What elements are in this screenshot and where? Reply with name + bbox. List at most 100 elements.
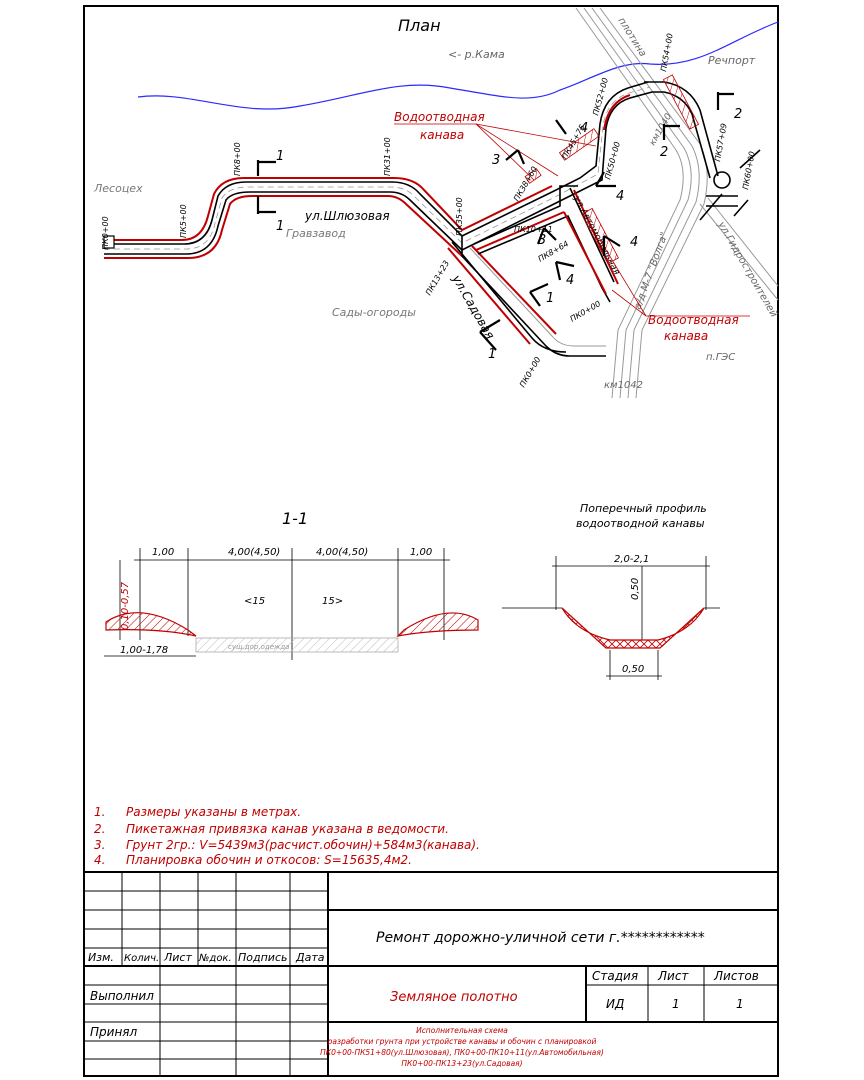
svg-text:3: 3: [538, 233, 546, 248]
ditch-label-2a: Водоотводная: [648, 313, 739, 327]
svg-text:2: 2: [660, 145, 668, 160]
svg-text:ПК0+00: ПК0+00: [101, 216, 110, 250]
note-4: Планировка обочин и откосов: S=15635,4м2…: [126, 853, 412, 867]
port-label: Речпорт: [708, 54, 756, 67]
cross-section-1-1: 1-1 1,00 4,00(4,50) 4,00(4,50) 1,00 1,00…: [104, 509, 479, 660]
svg-text:ПК0+00: ПК0+00: [518, 355, 543, 389]
svg-text:15>: 15>: [322, 596, 343, 607]
title-block: [83, 871, 779, 1077]
svg-text:ПК0+00: ПК0+00: [569, 299, 603, 324]
section-fill-right: [396, 612, 479, 637]
section-fill-left: [105, 612, 197, 637]
desc-line-3: ПК0+00-ПК51+80(ул.Шлюзовая), ПК0+00-ПК10…: [320, 1048, 604, 1057]
note-2: Пикетажная привязка канав указана в ведо…: [126, 822, 449, 836]
ditch-fill: [561, 607, 705, 649]
svg-text:<15: <15: [244, 596, 265, 607]
section-title: 1-1: [282, 509, 308, 528]
lesotsekh-label: Лесоцех: [93, 182, 143, 195]
sheet-frame: [83, 5, 779, 1077]
svg-text:4: 4: [630, 235, 638, 250]
svg-text:1: 1: [488, 347, 496, 362]
pavement: [195, 637, 399, 653]
street-shluz-label: ул.Шлюзовая: [304, 209, 390, 223]
desc-line-2: разработки грунта при устройстве канавы …: [327, 1037, 597, 1046]
desc-line-1: Исполнительная схема: [416, 1026, 508, 1035]
svg-text:1: 1: [276, 219, 284, 234]
km1042-label: км1042: [604, 380, 643, 391]
svg-text:ПК54+00: ПК54+00: [659, 33, 675, 73]
street-gidro-label: ул.Гидростроителей: [715, 219, 779, 320]
profile-title-a: Поперечный профиль: [580, 502, 707, 515]
pavement-label: сущ.дор.одежда: [228, 643, 289, 651]
notes: 1. Размеры указаны в метрах. 2. Пикетажн…: [94, 805, 480, 867]
profile-dim-bottom: 0,50: [622, 664, 644, 675]
pges-label: п.ГЭС: [706, 352, 735, 363]
hdr-data: Дата: [295, 951, 325, 964]
hatched-ditches: [524, 128, 619, 265]
note-4-num: 4.: [94, 853, 105, 867]
svg-text:1,00: 1,00: [410, 547, 432, 558]
stage-hdr: Стадия: [592, 969, 638, 983]
ditch-label-2b: канава: [664, 329, 708, 343]
svg-text:1,00: 1,00: [152, 547, 174, 558]
svg-text:ПК10+11: ПК10+11: [514, 225, 553, 234]
sheets-value: 1: [736, 997, 744, 1011]
section-mark-labels: 1 1 1 1 2 2 3 3 4 4 4 4: [276, 107, 742, 362]
note-3-num: 3.: [94, 838, 105, 852]
svg-text:2: 2: [734, 107, 742, 122]
svg-text:ПК38+60: ПК38+60: [512, 165, 539, 203]
hdr-ndok: №док.: [198, 953, 232, 964]
gravzavod-label: Гравзавод: [286, 227, 346, 240]
hatch-ditch-right: [662, 74, 700, 130]
note-2-num: 2.: [94, 822, 105, 836]
river-kama: [137, 21, 779, 110]
river-label: <- р.Кама: [448, 48, 505, 61]
section-dims: 1,00 4,00(4,50) 4,00(4,50) 1,00 1,00-1,7…: [120, 547, 432, 656]
svg-text:4: 4: [580, 121, 588, 136]
svg-text:1: 1: [276, 149, 284, 164]
hdr-izm: Изм.: [88, 951, 114, 964]
ditch-label-1a: Водоотводная: [394, 110, 485, 124]
svg-text:0,10-0,57: 0,10-0,57: [120, 581, 131, 630]
svg-text:ПК50+00: ПК50+00: [603, 141, 622, 181]
project-title: Ремонт дорожно-уличной сети г.**********…: [376, 930, 705, 946]
profile-title-b: водоотводной канавы: [576, 517, 705, 530]
svg-text:1: 1: [546, 291, 554, 306]
drawing-title: Земляное полотно: [390, 990, 518, 1005]
sheet-value: 1: [672, 997, 680, 1011]
svg-text:ПК35+00: ПК35+00: [455, 197, 464, 236]
svg-text:4: 4: [566, 273, 574, 288]
svg-text:4,00(4,50): 4,00(4,50): [316, 547, 368, 558]
ditch-label-1b: канава: [420, 128, 464, 142]
plan-view: План <- р.Кама Речпорт плотина а/д М-7 "…: [93, 7, 779, 399]
svg-text:ПК31+00: ПК31+00: [383, 137, 392, 176]
svg-text:ПК5+00: ПК5+00: [179, 204, 188, 238]
note-1-num: 1.: [94, 805, 105, 819]
stage-value: ИД: [606, 997, 624, 1011]
hdr-podpis: Подпись: [238, 951, 287, 964]
street-sadovaya: [447, 236, 606, 357]
svg-text:4,00(4,50): 4,00(4,50): [228, 547, 280, 558]
row-done: Выполнил: [90, 989, 154, 1003]
hdr-kol: Колич.: [124, 953, 159, 964]
sheets-hdr: Листов: [713, 969, 759, 983]
note-1: Размеры указаны в метрах.: [126, 805, 301, 819]
title-block-text: Изм. Колич. Лист №док. Подпись Дата Выпо…: [88, 930, 759, 1068]
row-accepted: Принял: [90, 1025, 138, 1039]
note-3: Грунт 2гр.: V=5439м3(расчист.обочин)+584…: [126, 838, 480, 852]
svg-text:ПК60+00: ПК60+00: [741, 151, 757, 191]
svg-text:ПК8+00: ПК8+00: [233, 142, 242, 176]
hdr-list: Лист: [163, 951, 192, 964]
svg-text:ПК57+09: ПК57+09: [713, 123, 729, 163]
svg-text:ПК52+00: ПК52+00: [591, 77, 610, 117]
svg-text:ПК13+23: ПК13+23: [424, 259, 451, 297]
dam-label: плотина: [615, 16, 648, 59]
sady-label: Сады-огороды: [332, 306, 416, 319]
svg-text:1,00-1,78: 1,00-1,78: [120, 645, 168, 656]
desc-line-4: ПК0+00-ПК13+23(ул.Садовая): [401, 1059, 522, 1068]
profile-dim-top: 2,0-2,1: [614, 554, 649, 565]
street-gidro: [699, 197, 779, 301]
svg-text:3: 3: [492, 153, 500, 168]
picket-labels: ПК0+00 ПК5+00 ПК8+00 ПК31+00 ПК35+00 ПК1…: [101, 33, 757, 389]
